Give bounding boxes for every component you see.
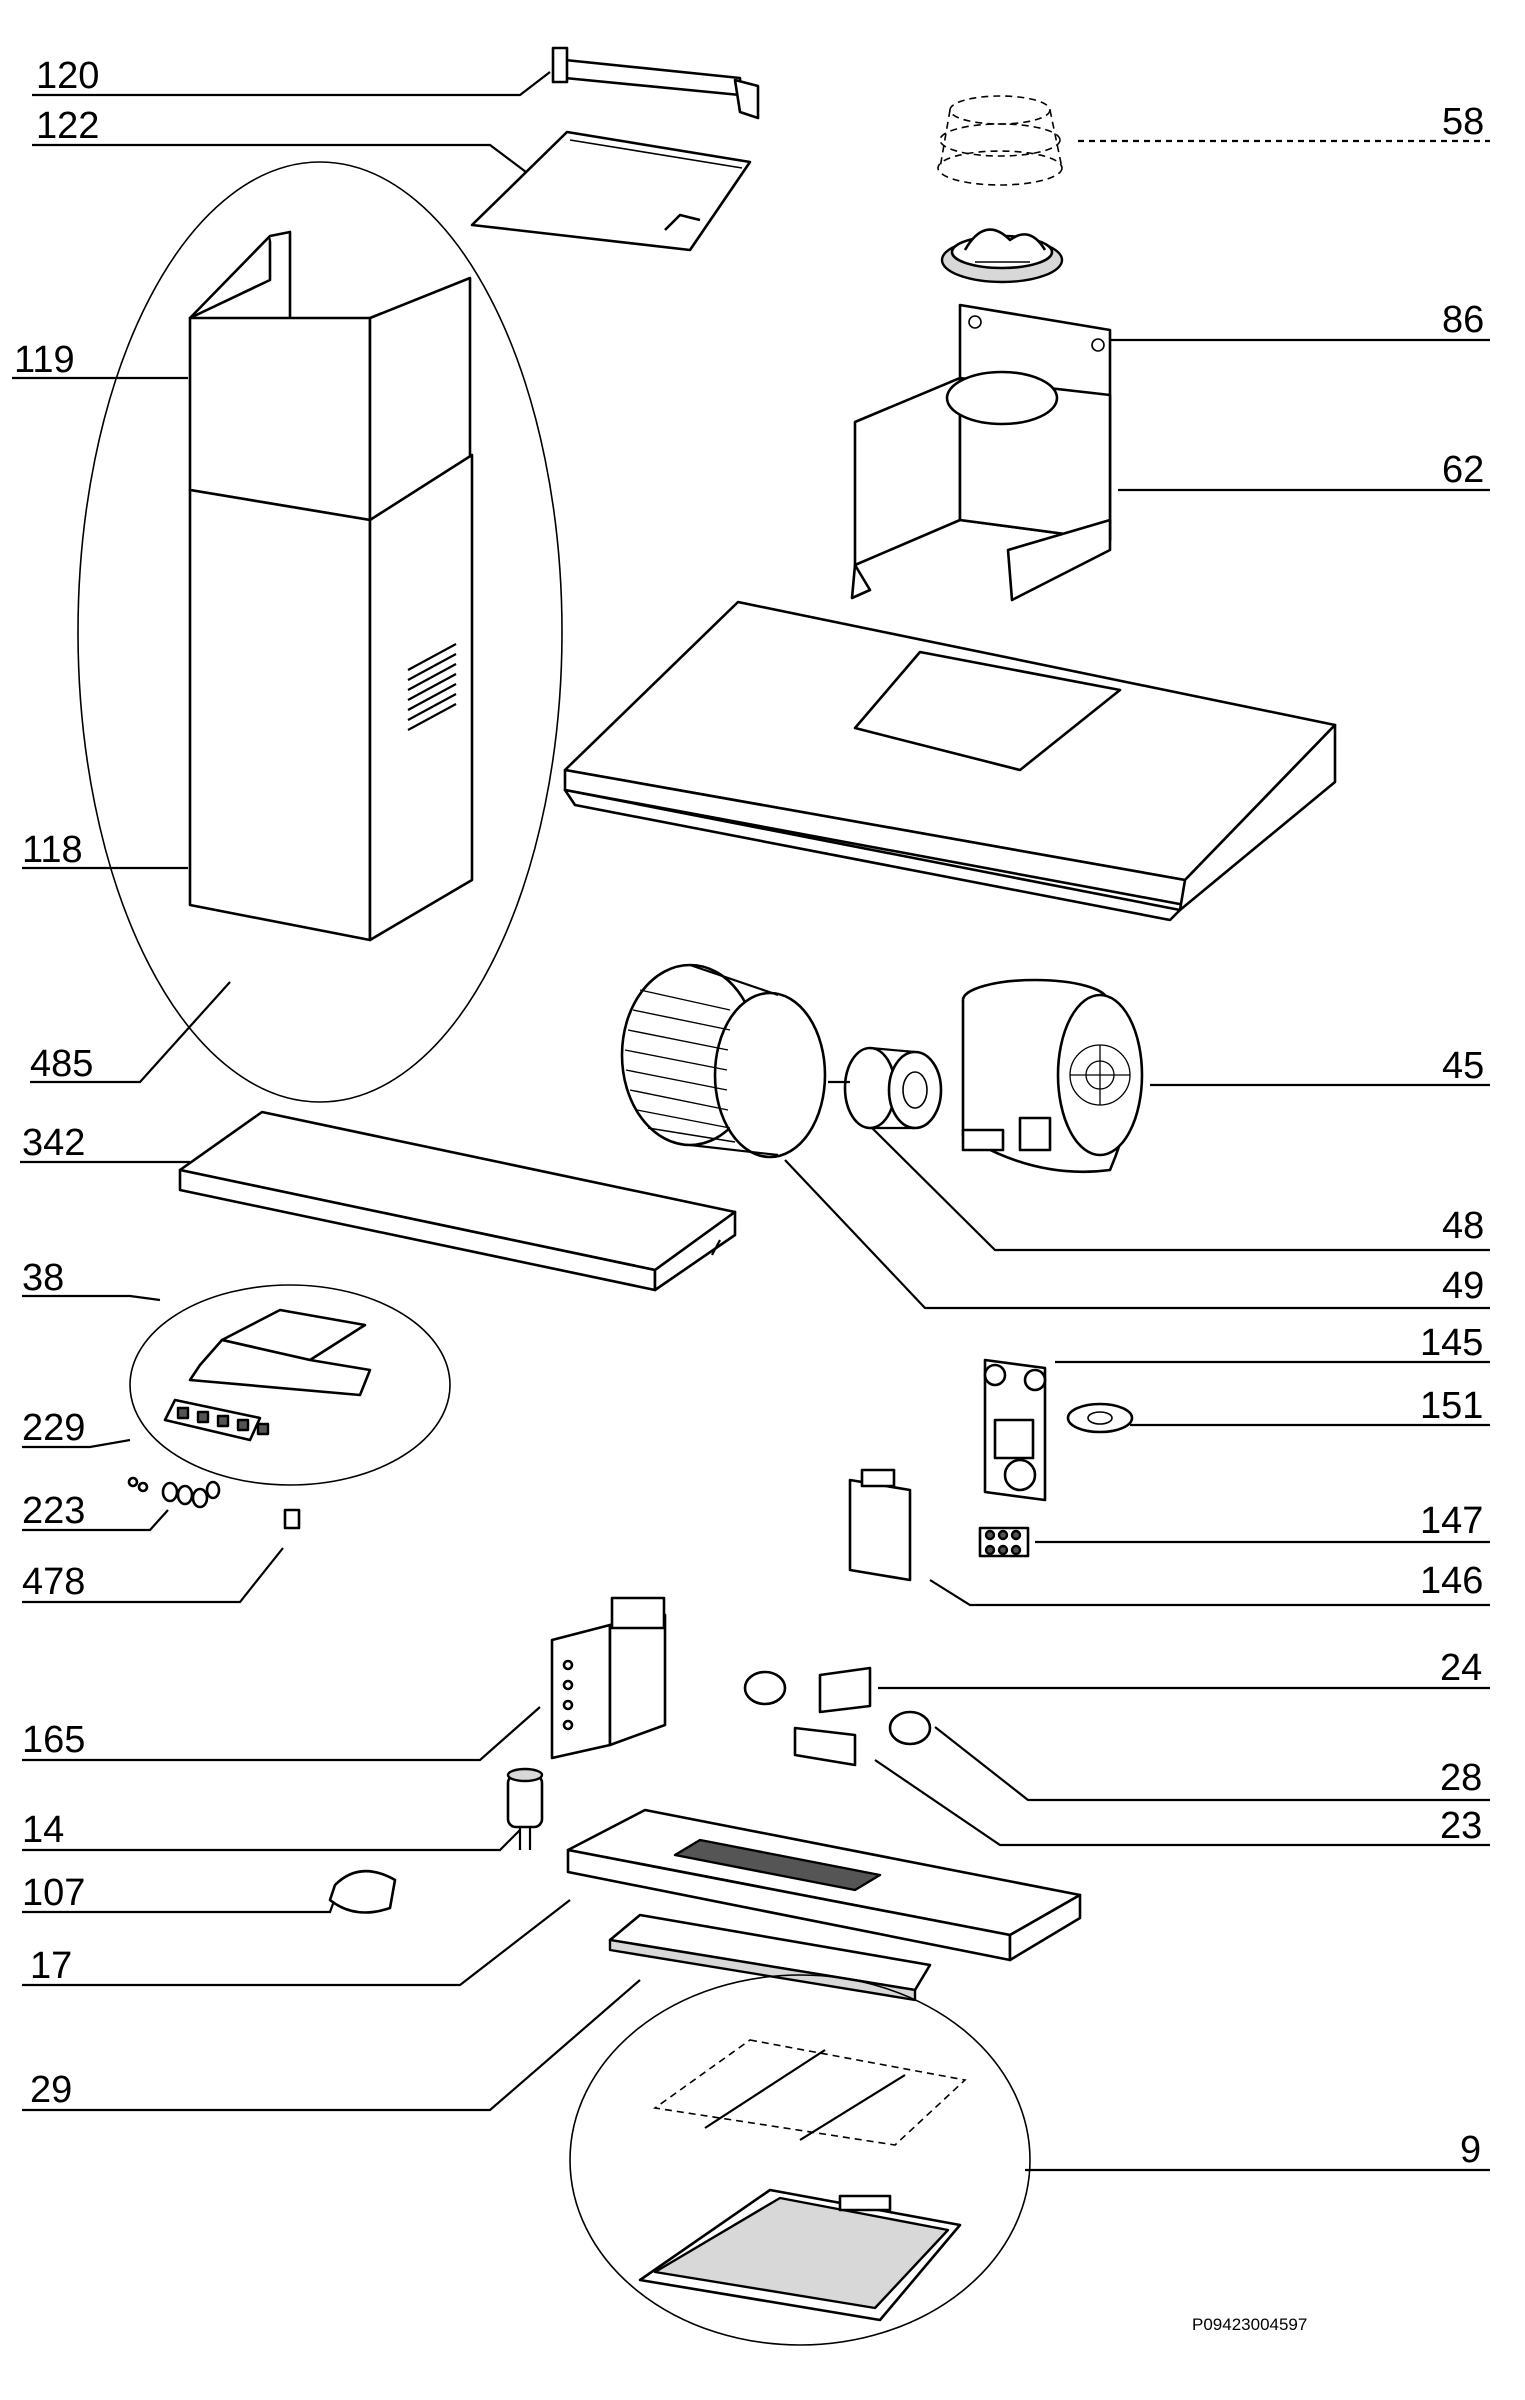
chimney-group-ellipse [77, 161, 563, 1103]
part-label-485: 485 [30, 1043, 93, 1085]
part-label-86: 86 [1442, 299, 1484, 341]
part-label-165: 165 [22, 1719, 85, 1761]
leader-lines [12, 71, 1490, 2172]
chimney-plate-122 [470, 130, 752, 252]
part-label-58: 58 [1442, 101, 1484, 143]
part-label-120: 120 [36, 55, 99, 97]
grease-filter-9 [638, 2039, 967, 2322]
part-label-145: 145 [1420, 1322, 1483, 1364]
fan-blades [624, 989, 736, 1143]
chimney-bracket-120 [551, 46, 760, 120]
motor-bracket-165 [550, 1596, 667, 1760]
part-label-107: 107 [22, 1872, 85, 1914]
part-label-146: 146 [1420, 1560, 1483, 1602]
filter-cover-342 [178, 1110, 737, 1292]
capacitor-14 [506, 1767, 544, 1850]
part-labels: 120 122 119 118 485 342 38 229 223 478 1… [14, 55, 1484, 2171]
part-label-147: 147 [1420, 1500, 1483, 1542]
part-label-14: 14 [22, 1809, 64, 1851]
part-label-17: 17 [30, 1945, 72, 1987]
part-label-342: 342 [22, 1122, 85, 1164]
part-label-23: 23 [1440, 1805, 1482, 1847]
fan-housing-45 [961, 978, 1144, 1174]
part-label-24: 24 [1440, 1647, 1482, 1689]
part-label-223: 223 [22, 1490, 85, 1532]
connector-151 [1066, 1402, 1134, 1434]
lower-chimney-118 [188, 453, 474, 942]
motor-48 [828, 1046, 943, 1130]
switch-buttons [176, 1406, 270, 1436]
terminal-147 [978, 1526, 1030, 1558]
lamp-holders-24-28-23 [743, 1666, 932, 1767]
filter-group-ellipse [569, 1974, 1031, 2346]
part-label-119: 119 [14, 339, 75, 381]
part-label-29: 29 [30, 2069, 72, 2111]
part-label-28: 28 [1440, 1757, 1482, 1799]
part-label-38: 38 [22, 1257, 64, 1299]
control-group-ellipse [129, 1284, 451, 1486]
control-box-38 [163, 1308, 372, 1442]
part-label-62: 62 [1442, 449, 1484, 491]
front-panel-17 [566, 1808, 1082, 1962]
vent-slots [407, 643, 457, 731]
backflow-valve [940, 228, 1064, 284]
part-label-151: 151 [1420, 1385, 1483, 1427]
clip-107 [328, 1869, 397, 1914]
part-label-118: 118 [22, 829, 83, 871]
fan-wheel-49 [620, 963, 827, 1159]
housing-grille [1069, 1044, 1131, 1106]
part-label-478: 478 [22, 1561, 85, 1603]
part-label-48: 48 [1442, 1205, 1484, 1247]
part-label-45: 45 [1442, 1045, 1484, 1087]
hood-body [563, 600, 1337, 922]
switch-block-145 [983, 1358, 1047, 1502]
upper-chimney-119 [188, 230, 472, 522]
duct-58 [937, 95, 1063, 186]
document-code: P09423004597 [1192, 2315, 1307, 2334]
small-parts-229-223-478 [127, 1476, 301, 1530]
part-label-229: 229 [22, 1407, 85, 1449]
part-label-122: 122 [36, 105, 99, 147]
part-label-9: 9 [1460, 2129, 1481, 2171]
part-label-49: 49 [1442, 1265, 1484, 1307]
mounting-bracket-86-62 [850, 303, 1112, 602]
transformer-146 [848, 1468, 912, 1582]
